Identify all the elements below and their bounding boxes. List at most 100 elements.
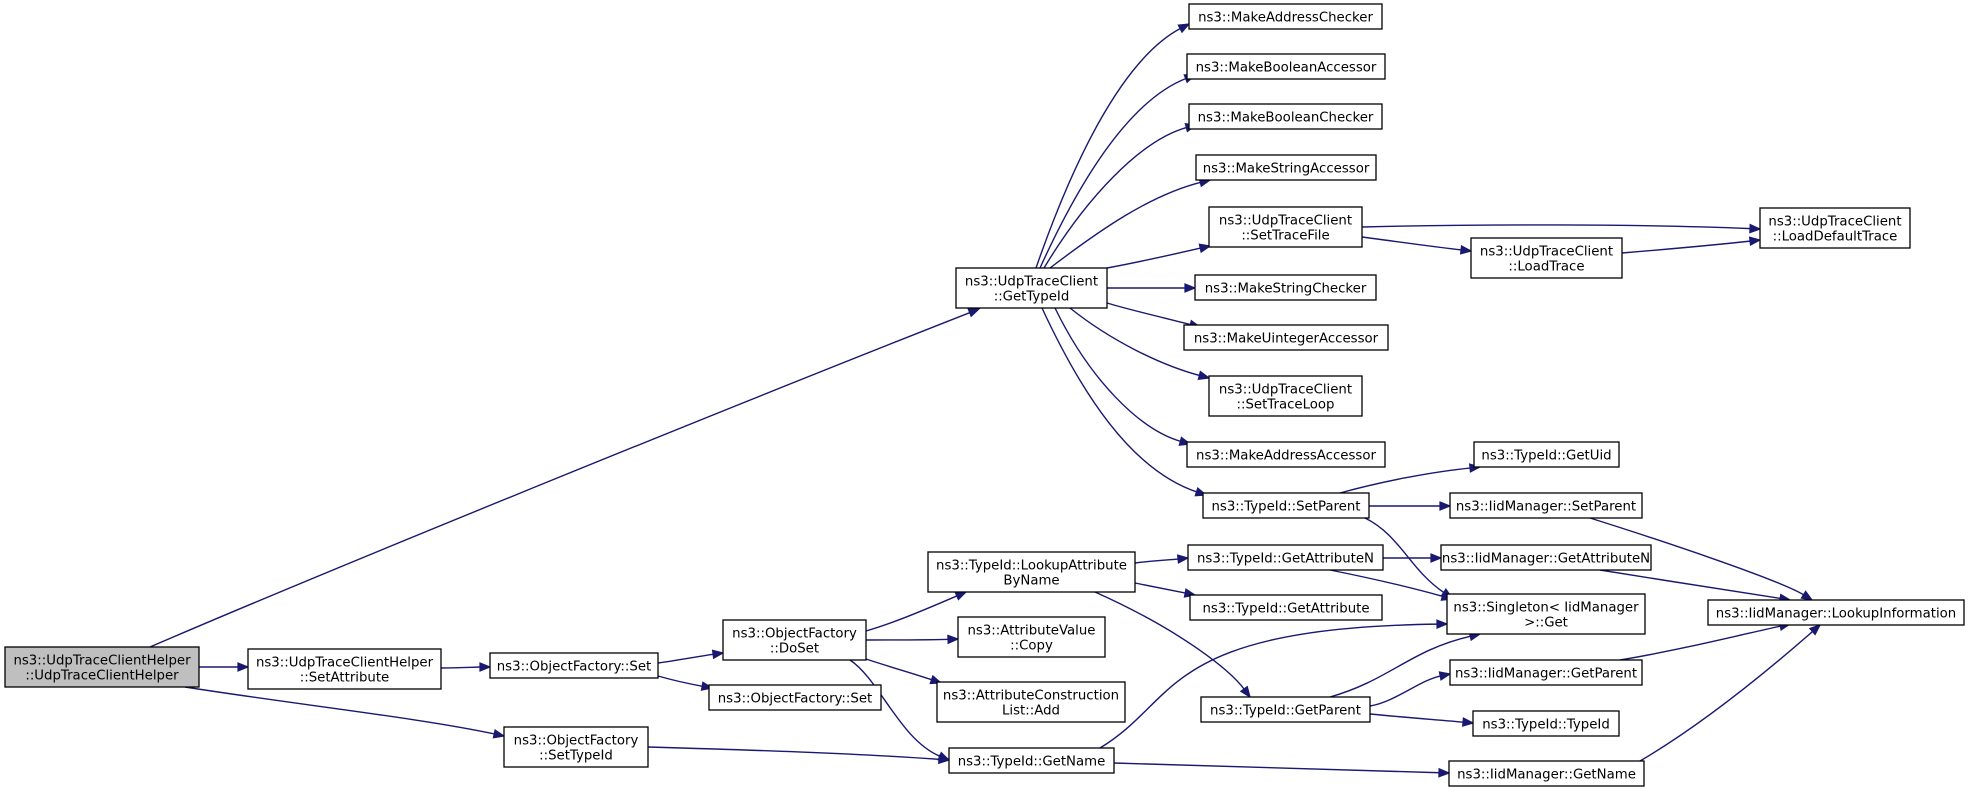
node-box[interactable]: [1470, 237, 1623, 279]
node-box[interactable]: [1473, 441, 1620, 468]
node-box[interactable]: [1188, 103, 1383, 130]
node-box[interactable]: [1449, 659, 1643, 686]
graph-node-n11[interactable]: ns3::UdpTraceClient::SetTraceLoop: [1208, 375, 1363, 417]
node-box[interactable]: [489, 652, 659, 679]
graph-node-n12[interactable]: ns3::MakeAddressAccessor: [1186, 441, 1386, 468]
graph-node-n21[interactable]: ns3::ObjectFactory::DoSet: [722, 619, 867, 661]
node-label: ns3::AttributeConstruction: [943, 689, 1119, 704]
node-box[interactable]: [4, 646, 200, 688]
arrow-head-icon: [1462, 717, 1475, 727]
edge-line: [1134, 582, 1187, 594]
edge-n1-n12: [1054, 307, 1192, 446]
graph-node-n0[interactable]: ns3::UdpTraceClientHelper::UdpTraceClien…: [4, 646, 200, 688]
node-label: ns3::ObjectFactory: [514, 734, 639, 749]
graph-node-n6[interactable]: ns3::MakeBooleanChecker: [1188, 103, 1383, 130]
graph-node-n33[interactable]: ns3::IidManager::GetName: [1448, 760, 1645, 787]
edge-line: [657, 675, 704, 688]
edge-line: [1043, 126, 1188, 269]
arrow-head-icon: [1459, 244, 1473, 255]
node-label: ns3::TypeId::LookupAttribute: [936, 559, 1127, 574]
node-box[interactable]: [1472, 710, 1620, 737]
graph-node-n26[interactable]: ns3::TypeId::GetName: [948, 747, 1115, 774]
edge-line: [440, 666, 482, 669]
edge-n2-n20: [440, 662, 492, 672]
graph-node-n9[interactable]: ns3::MakeStringChecker: [1194, 274, 1377, 301]
node-box[interactable]: [503, 726, 649, 768]
graph-node-n20[interactable]: ns3::ObjectFactory::Set: [489, 652, 659, 679]
node-box[interactable]: [1186, 441, 1386, 468]
graph-node-n1[interactable]: ns3::UdpTraceClient::GetTypeId: [955, 267, 1108, 309]
node-label: ns3::IidManager::LookupInformation: [1716, 607, 1956, 622]
node-box[interactable]: [1440, 544, 1652, 571]
node-label: ::SetTraceLoop: [1237, 398, 1335, 413]
node-box[interactable]: [722, 619, 867, 661]
node-label: ns3::IidManager::GetParent: [1455, 667, 1637, 682]
node-box[interactable]: [708, 684, 882, 711]
node-box[interactable]: [1194, 274, 1377, 301]
node-label: ::GetTypeId: [994, 290, 1070, 305]
node-box[interactable]: [1202, 492, 1370, 519]
node-box[interactable]: [957, 616, 1106, 658]
graph-node-n13[interactable]: ns3::TypeId::SetParent: [1202, 492, 1370, 519]
node-box[interactable]: [1446, 593, 1646, 635]
node-box[interactable]: [1183, 324, 1389, 351]
edge-line: [1599, 569, 1782, 600]
node-box[interactable]: [1200, 696, 1371, 723]
node-box[interactable]: [955, 267, 1108, 309]
graph-node-n22[interactable]: ns3::ObjectFactory::Set: [708, 684, 882, 711]
node-box[interactable]: [1448, 760, 1645, 787]
graph-node-n28[interactable]: ns3::TypeId::GetAttribute: [1189, 594, 1383, 621]
arrow-head-icon: [479, 662, 492, 672]
node-box[interactable]: [1188, 3, 1383, 30]
graph-node-n4[interactable]: ns3::MakeAddressChecker: [1188, 3, 1383, 30]
node-label: ns3::ObjectFactory::Set: [497, 660, 651, 675]
graph-node-n18[interactable]: ns3::Singleton< IidManager>::Get: [1446, 593, 1646, 635]
edge-line: [1106, 302, 1192, 326]
edge-line: [1035, 27, 1182, 269]
graph-node-n14[interactable]: ns3::UdpTraceClient::LoadDefaultTrace: [1759, 207, 1911, 249]
node-box[interactable]: [1208, 375, 1363, 417]
graph-node-n15[interactable]: ns3::UdpTraceClient::LoadTrace: [1470, 237, 1623, 279]
node-box[interactable]: [247, 648, 442, 690]
graph-node-n17[interactable]: ns3::IidManager::SetParent: [1449, 492, 1643, 519]
graph-node-n29[interactable]: ns3::TypeId::GetParent: [1200, 696, 1371, 723]
node-box[interactable]: [927, 551, 1136, 593]
node-label: ns3::TypeId::GetParent: [1210, 704, 1361, 719]
node-box[interactable]: [948, 747, 1115, 774]
graph-node-n30[interactable]: ns3::IidManager::GetAttributeN: [1440, 544, 1652, 571]
graph-node-n2[interactable]: ns3::UdpTraceClientHelper::SetAttribute: [247, 648, 442, 690]
node-box[interactable]: [1707, 599, 1965, 626]
node-box[interactable]: [1208, 206, 1363, 248]
graph-node-n5[interactable]: ns3::MakeBooleanAccessor: [1186, 53, 1386, 80]
edge-line: [1361, 236, 1463, 251]
node-box[interactable]: [1449, 492, 1643, 519]
graph-node-n10[interactable]: ns3::MakeUintegerAccessor: [1183, 324, 1389, 351]
node-box[interactable]: [1759, 207, 1911, 249]
node-box[interactable]: [1189, 594, 1383, 621]
graph-node-n16[interactable]: ns3::TypeId::GetUid: [1473, 441, 1620, 468]
node-box[interactable]: [1195, 154, 1377, 181]
arrow-head-icon: [1239, 685, 1251, 699]
graph-node-n3[interactable]: ns3::ObjectFactory::SetTypeId: [503, 726, 649, 768]
node-label: ns3::UdpTraceClient: [1480, 245, 1613, 260]
edge-n29-n32: [1369, 713, 1475, 727]
edge-n0-n3: [184, 686, 506, 739]
node-box[interactable]: [936, 681, 1126, 723]
arrow-head-icon: [1184, 283, 1197, 293]
edge-n17-n19: [1589, 517, 1814, 601]
graph-node-n31[interactable]: ns3::IidManager::GetParent: [1449, 659, 1643, 686]
graph-node-n19[interactable]: ns3::IidManager::LookupInformation: [1707, 599, 1965, 626]
graph-node-n32[interactable]: ns3::TypeId::TypeId: [1472, 710, 1620, 737]
graph-node-n8[interactable]: ns3::UdpTraceClient::SetTraceFile: [1208, 206, 1363, 248]
graph-node-n7[interactable]: ns3::MakeStringAccessor: [1195, 154, 1377, 181]
graph-node-n24[interactable]: ns3::AttributeValue::Copy: [957, 616, 1106, 658]
edge-line: [1619, 625, 1782, 661]
edge-n3-n26: [647, 746, 951, 765]
arrow-head-icon: [1800, 590, 1814, 601]
node-box[interactable]: [1186, 53, 1386, 80]
node-box[interactable]: [1187, 544, 1384, 571]
graph-node-n27[interactable]: ns3::TypeId::GetAttributeN: [1187, 544, 1384, 571]
edge-n20-n21: [657, 649, 725, 664]
